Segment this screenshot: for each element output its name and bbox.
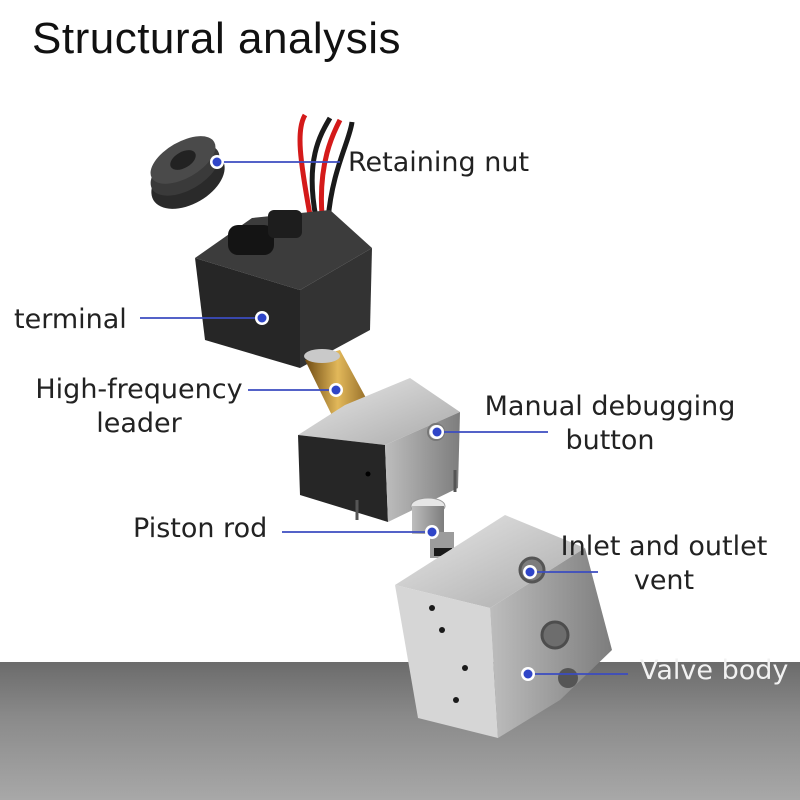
label-high-frequency-leader: High-frequency leader (34, 373, 244, 441)
marker-valve-body (521, 667, 535, 681)
leader-lines (140, 161, 628, 675)
label-inlet-line1: Inlet and outlet (560, 531, 768, 562)
label-terminal: terminal (14, 304, 127, 335)
wires (297, 113, 355, 221)
marker-piston-rod (425, 525, 439, 539)
marker-retaining-nut (210, 155, 224, 169)
label-high-frequency-line1: High-frequency (35, 374, 243, 405)
marker-manual-button (430, 425, 444, 439)
marker-terminal (255, 311, 269, 325)
label-manual-debugging-button: Manual debugging button (484, 390, 736, 458)
terminal-box (195, 210, 372, 368)
label-manual-line2: button (565, 425, 655, 456)
label-valve-body: Valve body (640, 655, 789, 686)
retaining-nut (150, 136, 225, 209)
valve-body (395, 515, 612, 738)
marker-high-frequency (329, 383, 343, 397)
label-manual-line1: Manual debugging (484, 391, 736, 422)
page-title: Structural analysis (32, 14, 401, 63)
floor-shadow (0, 662, 800, 800)
label-retaining-nut: Retaining nut (348, 147, 530, 178)
label-inlet-line2: vent (633, 565, 695, 596)
marker-inlet-vent (523, 565, 537, 579)
middle-block (298, 378, 460, 522)
label-high-frequency-line2: leader (96, 408, 182, 439)
label-inlet-outlet-vent: Inlet and outlet vent (558, 530, 770, 598)
label-piston-rod: Piston rod (133, 513, 268, 544)
